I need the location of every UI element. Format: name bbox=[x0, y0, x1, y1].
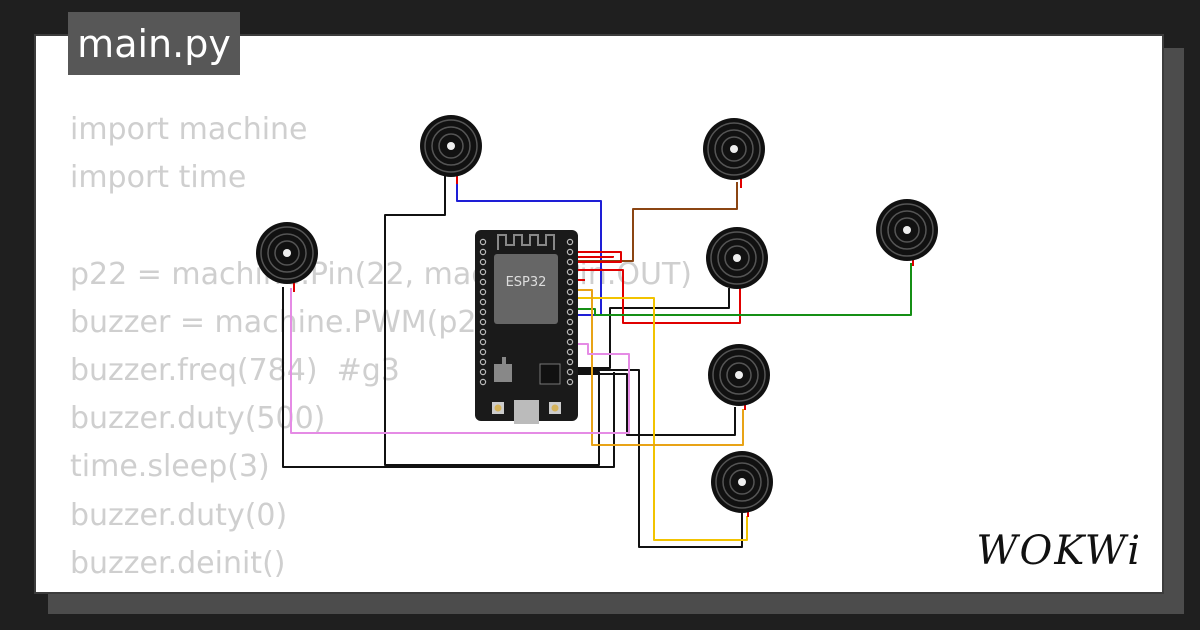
esp32-label: ESP32 bbox=[506, 275, 547, 290]
wire-green bbox=[577, 263, 912, 316]
code-line: buzzer.deinit() bbox=[70, 545, 286, 581]
file-tab[interactable]: main.py bbox=[68, 12, 240, 75]
buzzer-5 bbox=[875, 198, 939, 262]
wokwi-logo: WOKWi bbox=[976, 528, 1142, 574]
wire-black bbox=[577, 369, 743, 548]
code-line: time.sleep(3) bbox=[70, 449, 270, 485]
wire-red bbox=[577, 256, 614, 258]
code-line: buzzer.freq(784) #g3 bbox=[70, 352, 400, 388]
wire-black bbox=[577, 288, 730, 369]
wire-black bbox=[282, 287, 615, 468]
buzzer-2 bbox=[255, 221, 319, 285]
code-line: import machine bbox=[70, 112, 308, 147]
buzzer-4 bbox=[705, 226, 769, 290]
buzzer-6 bbox=[707, 343, 771, 407]
circuit-diagram: ESP32 bbox=[255, 114, 939, 548]
code-line: import time bbox=[70, 160, 247, 196]
wire-red bbox=[577, 251, 622, 263]
project-preview-card: import machine import time p22 = machine… bbox=[34, 34, 1164, 594]
code-line: buzzer = machine.PWM(p22) bbox=[70, 304, 508, 340]
code-line: buzzer.duty(0) bbox=[70, 497, 288, 533]
wire-orange bbox=[577, 289, 744, 446]
buzzer-1 bbox=[419, 114, 483, 178]
wire-pink bbox=[290, 288, 630, 434]
wire-black bbox=[577, 373, 736, 436]
wire-black bbox=[384, 176, 600, 466]
buzzer-3 bbox=[702, 117, 766, 181]
esp32-board: ESP32 bbox=[475, 230, 578, 424]
wire-yellow bbox=[577, 297, 748, 541]
wire-red bbox=[577, 269, 741, 324]
code-line: p22 = machine.Pin(22, machine.Pin.OUT) bbox=[70, 256, 692, 292]
buzzer-7 bbox=[710, 450, 774, 514]
